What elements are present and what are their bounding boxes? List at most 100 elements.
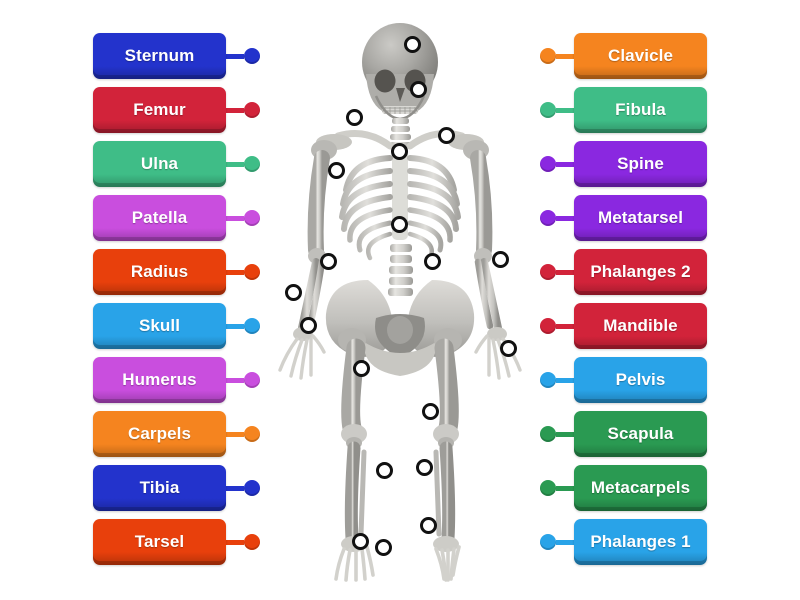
- label-text: Tarsel: [134, 532, 185, 551]
- marker-radius[interactable]: [320, 253, 337, 270]
- skeleton-image: [268, 18, 532, 583]
- label-pill[interactable]: Fibula: [574, 87, 707, 133]
- label-text: Phalanges 1: [590, 532, 691, 551]
- label-right-1[interactable]: Fibula: [540, 87, 707, 133]
- label-right-0[interactable]: Clavicle: [540, 33, 707, 79]
- label-left-8[interactable]: Tibia: [93, 465, 260, 511]
- connector-dot[interactable]: [244, 210, 260, 226]
- connector-stem: [556, 323, 574, 329]
- marker-tibia[interactable]: [376, 462, 393, 479]
- connector-dot[interactable]: [540, 102, 556, 118]
- connector-dot[interactable]: [244, 48, 260, 64]
- label-left-4[interactable]: Radius: [93, 249, 260, 295]
- label-right-2[interactable]: Spine: [540, 141, 707, 187]
- label-left-0[interactable]: Sternum: [93, 33, 260, 79]
- connector-dot[interactable]: [540, 48, 556, 64]
- marker-scapula[interactable]: [438, 127, 455, 144]
- label-pill[interactable]: Scapula: [574, 411, 707, 457]
- connector-stem: [226, 161, 244, 167]
- label-left-3[interactable]: Patella: [93, 195, 260, 241]
- marker-clavicle[interactable]: [346, 109, 363, 126]
- label-pill[interactable]: Pelvis: [574, 357, 707, 403]
- label-right-4[interactable]: Phalanges 2: [540, 249, 707, 295]
- marker-spine[interactable]: [391, 216, 408, 233]
- connector-stem: [226, 215, 244, 221]
- connector-stem: [556, 107, 574, 113]
- label-pill[interactable]: Femur: [93, 87, 226, 133]
- label-text: Femur: [133, 100, 186, 119]
- label-pill[interactable]: Humerus: [93, 357, 226, 403]
- connector-dot[interactable]: [244, 534, 260, 550]
- connector-dot[interactable]: [540, 480, 556, 496]
- label-right-7[interactable]: Scapula: [540, 411, 707, 457]
- marker-metatarsel[interactable]: [352, 533, 369, 550]
- label-left-9[interactable]: Tarsel: [93, 519, 260, 565]
- connector-dot[interactable]: [540, 318, 556, 334]
- marker-pelvis[interactable]: [424, 253, 441, 270]
- marker-patella[interactable]: [422, 403, 439, 420]
- skull-group: [362, 23, 438, 121]
- label-right-3[interactable]: Metatarsel: [540, 195, 707, 241]
- label-pill[interactable]: Phalanges 1: [574, 519, 707, 565]
- connector-dot[interactable]: [540, 426, 556, 442]
- connector-stem: [226, 539, 244, 545]
- label-pill[interactable]: Metacarpels: [574, 465, 707, 511]
- connector-dot[interactable]: [540, 534, 556, 550]
- label-pill[interactable]: Clavicle: [574, 33, 707, 79]
- connector-stem: [556, 269, 574, 275]
- label-text: Metatarsel: [597, 208, 684, 227]
- label-text: Clavicle: [607, 46, 674, 65]
- label-left-6[interactable]: Humerus: [93, 357, 260, 403]
- label-pill[interactable]: Skull: [93, 303, 226, 349]
- marker-femur[interactable]: [353, 360, 370, 377]
- label-pill[interactable]: Patella: [93, 195, 226, 241]
- label-text: Radius: [130, 262, 189, 281]
- connector-dot[interactable]: [244, 426, 260, 442]
- label-pill[interactable]: Mandible: [574, 303, 707, 349]
- connector-dot[interactable]: [244, 156, 260, 172]
- label-left-1[interactable]: Femur: [93, 87, 260, 133]
- connector-dot[interactable]: [244, 102, 260, 118]
- label-pill[interactable]: Radius: [93, 249, 226, 295]
- label-text: Carpels: [127, 424, 192, 443]
- connector-dot[interactable]: [540, 156, 556, 172]
- marker-humerus[interactable]: [328, 162, 345, 179]
- label-pill[interactable]: Ulna: [93, 141, 226, 187]
- label-right-9[interactable]: Phalanges 1: [540, 519, 707, 565]
- marker-tarsel[interactable]: [420, 517, 437, 534]
- connector-dot[interactable]: [540, 264, 556, 280]
- label-pill[interactable]: Carpels: [93, 411, 226, 457]
- connector-stem: [226, 323, 244, 329]
- label-pill[interactable]: Tibia: [93, 465, 226, 511]
- label-pill[interactable]: Spine: [574, 141, 707, 187]
- connector-dot[interactable]: [540, 372, 556, 388]
- label-right-5[interactable]: Mandible: [540, 303, 707, 349]
- connector-dot[interactable]: [244, 372, 260, 388]
- connector-dot[interactable]: [244, 318, 260, 334]
- connector-dot[interactable]: [244, 480, 260, 496]
- label-right-6[interactable]: Pelvis: [540, 357, 707, 403]
- label-left-7[interactable]: Carpels: [93, 411, 260, 457]
- marker-phalanges-2[interactable]: [300, 317, 317, 334]
- label-pill[interactable]: Tarsel: [93, 519, 226, 565]
- marker-sternum[interactable]: [391, 143, 408, 160]
- legs-group: [334, 338, 461, 582]
- marker-skull[interactable]: [404, 36, 421, 53]
- marker-fibula[interactable]: [416, 459, 433, 476]
- connector-dot[interactable]: [540, 210, 556, 226]
- label-pill[interactable]: Phalanges 2: [574, 249, 707, 295]
- marker-carpels[interactable]: [285, 284, 302, 301]
- label-left-5[interactable]: Skull: [93, 303, 260, 349]
- label-left-2[interactable]: Ulna: [93, 141, 260, 187]
- label-right-8[interactable]: Metacarpels: [540, 465, 707, 511]
- connector-dot[interactable]: [244, 264, 260, 280]
- label-pill[interactable]: Metatarsel: [574, 195, 707, 241]
- marker-mandible[interactable]: [410, 81, 427, 98]
- connector-stem: [226, 53, 244, 59]
- marker-phalanges-1[interactable]: [375, 539, 392, 556]
- label-pill[interactable]: Sternum: [93, 33, 226, 79]
- marker-ulna[interactable]: [492, 251, 509, 268]
- connector-stem: [556, 431, 574, 437]
- marker-metacarpels[interactable]: [500, 340, 517, 357]
